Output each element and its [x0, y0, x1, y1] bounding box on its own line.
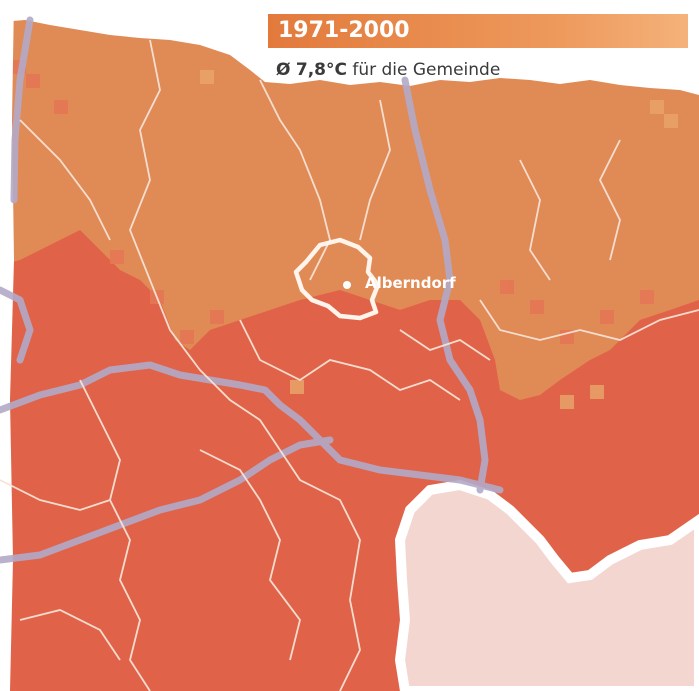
- mean-temperature-subtitle: Ø 7,8°C für die Gemeinde: [276, 60, 500, 80]
- period-title: 1971-2000: [268, 14, 688, 48]
- boundaries: [0, 39, 699, 691]
- mean-temperature-suffix: für die Gemeinde: [352, 60, 501, 80]
- mean-temperature-prefix: Ø: [276, 60, 291, 80]
- municipality-boundary[interactable]: [293, 237, 381, 321]
- transition-cells: [12, 60, 654, 344]
- dot-icon[interactable]: [343, 281, 351, 289]
- outside-zone: [394, 479, 699, 691]
- left-edge: [0, 0, 14, 691]
- town-label[interactable]: Alberndorf: [365, 274, 456, 292]
- cool-zone: [0, 0, 699, 400]
- mean-temperature-value: 7,8°C: [295, 60, 347, 80]
- light-cells: [200, 70, 678, 409]
- rivers: [0, 16, 504, 564]
